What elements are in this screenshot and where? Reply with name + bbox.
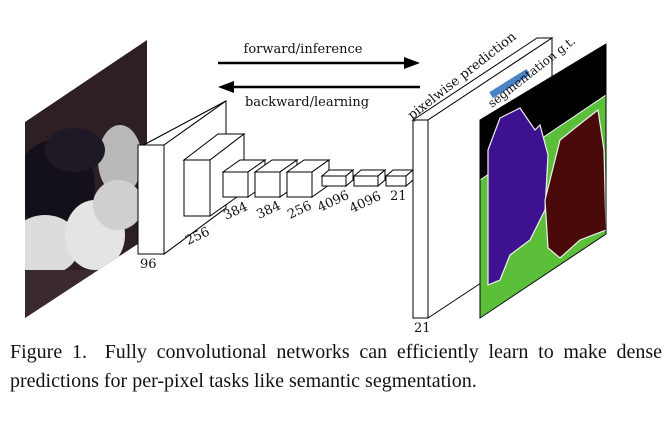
caption-text: Fully convolutional networks can efficie…	[10, 341, 663, 392]
fc6-channels-label: 4096	[315, 188, 351, 216]
forward-label: forward/inference	[244, 42, 363, 57]
backward-label: backward/learning	[245, 95, 369, 110]
fc7-block	[352, 168, 387, 188]
conv3-block	[221, 159, 267, 198]
fcn-diagram: forward/inference backward/learning	[25, 29, 607, 335]
figure-caption: Figure 1. Fully convolutional networks c…	[10, 338, 662, 396]
figure-number: Figure 1.	[10, 341, 87, 363]
prediction-channels-label: 21	[414, 321, 431, 335]
forward-arrow	[218, 57, 420, 69]
score-channels-label: 21	[390, 189, 407, 204]
input-image	[25, 40, 147, 318]
conv5-channels-label: 256	[285, 199, 314, 223]
conv4-channels-label: 384	[254, 199, 283, 223]
ground-truth-frame	[479, 43, 607, 319]
score-block	[384, 168, 415, 188]
input-channels-label: 96	[140, 257, 157, 272]
fc7-channels-label: 4096	[347, 189, 383, 217]
conv5-block	[285, 159, 331, 198]
ground-truth-label-box	[489, 68, 531, 99]
backward-arrow	[218, 81, 420, 93]
fc6-block	[320, 168, 355, 188]
